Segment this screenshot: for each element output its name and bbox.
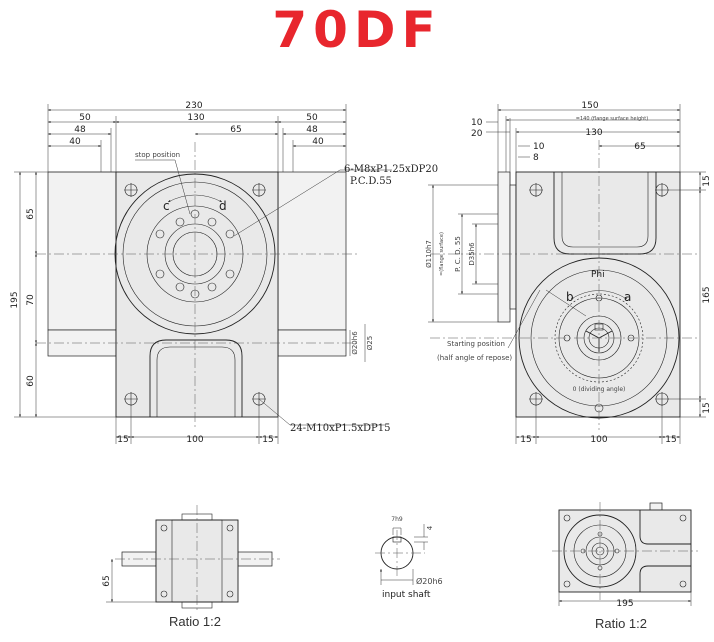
arrow-a-label: a [624,290,631,304]
input-shaft-dim-4: 4 [426,525,434,530]
front-dim-65: 65 [230,125,241,135]
front-dim-15-right: 15 [262,435,273,445]
input-shaft-dim-7: 7h9 [391,516,403,523]
dividing-angle-label: 0 (dividing angle) [573,386,626,393]
bottom-right-view [552,502,698,606]
shaft-d25-label: Ø25 [366,336,374,350]
side-dim-20: 20 [471,129,483,139]
stop-position-label: stop position [135,151,180,159]
bottom-left-view [106,505,280,612]
front-dim-40-right: 40 [312,137,324,147]
front-view [14,104,392,444]
side-view [428,104,706,444]
side-dim-100: 100 [590,435,607,445]
front-dim-100: 100 [186,435,203,445]
side-dim-15-left: 15 [520,435,531,445]
model-title: 70DF [272,1,442,59]
front-corner-holes [124,183,266,406]
front-dim-65-left: 65 [26,208,36,219]
side-flange-note: =140 (flange surface height) [576,116,649,122]
side-dim-15-right: 15 [665,435,676,445]
starting-position-label: Starting position [447,340,505,348]
side-main-body [515,171,681,418]
front-dim-48-left: 48 [74,125,86,135]
side-dim-165: 165 [702,286,712,303]
phi-label: Phi [591,270,605,280]
front-dim-195: 195 [10,291,20,308]
front-dim-50-left: 50 [79,113,91,123]
side-dim-130: 130 [585,128,602,138]
side-flange-surface-label: =(flange surface) [439,232,445,276]
side-dim-15-bottom: 15 [702,402,712,413]
side-d110-label: Ø110h7 [425,240,433,268]
bottom-left-caption: Ratio 1:2 [169,614,221,629]
side-pcd-label: P. C. D. 55 [454,236,462,272]
bottom-right-caption: Ratio 1:2 [595,616,647,631]
arrow-c-label: c [163,199,170,213]
front-dim-50-right: 50 [306,113,318,123]
input-shaft-dim-d20: Ø20h6 [416,576,443,586]
bottom-right-dim-195: 195 [616,599,633,609]
front-dim-70: 70 [26,294,36,306]
side-dim-65: 65 [634,142,645,152]
front-dim-130: 130 [187,113,204,123]
half-angle-label: (half angle of repose) [437,354,512,362]
side-flange [497,171,511,323]
side-dim-8: 8 [533,153,539,163]
front-left-flange [47,171,117,331]
side-d35-label: D35h6 [468,242,476,266]
front-main-body [115,171,279,418]
front-right-flange [277,171,347,331]
side-dim-15-top: 15 [702,175,712,186]
front-dim-230: 230 [185,101,202,111]
side-dim-10: 10 [533,142,545,152]
bottom-left-dim-65: 65 [102,575,112,586]
callout-m10: 24-M10xP1.5xDP15 [290,423,390,434]
shaft-d20-label: Ø20h6 [351,331,359,355]
side-dim-10-left: 10 [471,118,483,128]
input-shaft-view [375,524,428,585]
input-shaft-caption: input shaft [382,590,431,600]
callout-pcd: P.C.D.55 [350,176,392,187]
front-dim-15-left: 15 [117,435,128,445]
front-dim-60: 60 [26,375,36,387]
arrow-b-label: b [566,290,574,304]
front-dim-40-left: 40 [69,137,81,147]
arrow-d-label: d [219,199,227,213]
side-dim-150: 150 [581,101,598,111]
front-dim-48-right: 48 [306,125,318,135]
callout-m8: 6-M8xP1.25xDP20 [344,164,438,175]
